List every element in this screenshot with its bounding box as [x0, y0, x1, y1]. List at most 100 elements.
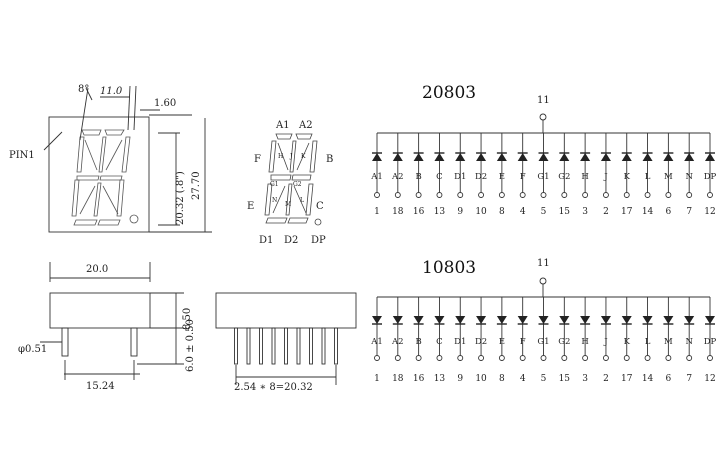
segment-label: D1 [454, 337, 466, 347]
seg-h: H [278, 153, 283, 160]
diode-a2: A2 18 [391, 133, 404, 217]
pin-number: 5 [541, 374, 547, 384]
pin-number: 4 [520, 207, 526, 217]
segment-label: C [436, 172, 443, 182]
diode-b: B16 [413, 133, 425, 217]
seg-dp: DP [311, 235, 326, 246]
diode-e: E8 [496, 297, 507, 384]
pin-number: 3 [582, 207, 588, 217]
pin-node [478, 355, 485, 361]
common-pin-node [539, 113, 547, 121]
pin-node [561, 355, 568, 361]
diode-h: H3 [580, 133, 591, 217]
pin-number: 14 [642, 207, 654, 217]
segment-label: K [624, 172, 631, 182]
dim-row-spacing: 15.24 [86, 381, 115, 392]
pin-node [665, 192, 672, 198]
pin-number: 18 [392, 207, 404, 217]
segment-label: DP [704, 337, 717, 347]
bottom-pin [284, 327, 288, 365]
pin-node [498, 192, 505, 198]
diode-a1: A11 [370, 297, 383, 384]
diode-d1: D1 9 [454, 297, 466, 384]
segment-label: H [581, 172, 588, 182]
seg-n: N [272, 197, 277, 204]
segment-label: H [581, 337, 588, 347]
seg-k: K [301, 153, 306, 160]
diode-l: L 14 [642, 133, 654, 217]
seg-d1: D1 [259, 235, 273, 246]
common-pin-label: 11 [537, 258, 550, 269]
pin-node [436, 355, 443, 361]
seg-a2: A2 [298, 120, 313, 131]
pin-number: 7 [686, 374, 692, 384]
pin-number: 8 [499, 207, 505, 217]
pin-node [644, 355, 651, 361]
bottom-pin [259, 327, 263, 365]
pin-node [707, 355, 713, 361]
segment-label: N [685, 337, 693, 347]
pin-node [519, 355, 526, 361]
pin-node [582, 192, 589, 198]
segment-label: L [645, 172, 651, 182]
pin-node [374, 192, 380, 198]
dim-body-height: 8.50 [182, 308, 193, 330]
seg-g2: G2 [293, 181, 302, 188]
pin-number: 8 [499, 374, 505, 384]
pin-node [519, 192, 526, 198]
pin-node [602, 192, 609, 198]
diode-m: M6 [663, 297, 674, 384]
dim-pitch: 11.0 [100, 86, 123, 97]
bottom-body [215, 292, 357, 329]
segment-label: M [664, 172, 673, 182]
diode-e: E8 [496, 133, 507, 217]
segment-label: F [520, 337, 526, 347]
segment-label: L [645, 337, 651, 347]
diode-j: J2 [600, 297, 611, 384]
segment-layout: A1 A2 F B E C D1 D2 DP G1 G2 H J K N M L [247, 120, 333, 246]
segment-label: A1 [370, 337, 383, 347]
segment-label: A1 [370, 172, 383, 182]
part-number: 20803 [422, 83, 476, 103]
seg-l: L [300, 197, 304, 204]
seg-g1: G1 [270, 181, 279, 188]
dim-angle: 8° [78, 84, 89, 95]
pin-node [582, 355, 589, 361]
diode-c: C13 [434, 297, 445, 384]
common-pin-label: 11 [537, 95, 550, 106]
side-body [49, 292, 151, 329]
diode-f: F4 [517, 133, 528, 217]
pin-number: 1 [374, 207, 380, 217]
front-body [48, 116, 150, 233]
segment-label: E [499, 337, 505, 347]
common-pin-node [539, 277, 547, 285]
seg-m: M [285, 201, 291, 208]
segment-label: N [685, 172, 693, 182]
segment-label: K [624, 337, 631, 347]
segment-label: DP [704, 172, 717, 182]
dim-width: 20.0 [86, 264, 108, 275]
bottom-pin [234, 327, 238, 365]
segment-label: A2 [391, 172, 404, 182]
pin-node [457, 192, 464, 198]
pin-number: 7 [686, 207, 692, 217]
dim-total-height: 27.70 [191, 171, 202, 200]
seg-j: J [289, 153, 293, 160]
seg-b: B [326, 154, 333, 165]
diode-d1: D1 9 [454, 133, 466, 217]
pin-node [374, 355, 380, 361]
dim-digit-height: 20.32 (.8") [175, 171, 186, 225]
pin-node [498, 355, 505, 361]
pin1-label: PIN1 [9, 150, 35, 161]
pin-number: 10 [475, 374, 487, 384]
pin-number: 9 [457, 374, 463, 384]
segment-label: G1 [537, 337, 549, 347]
pin-number: 4 [520, 374, 526, 384]
segment-label: E [499, 172, 505, 182]
pin-number: 9 [457, 207, 463, 217]
pin-node [644, 192, 651, 198]
segment-label: D1 [454, 172, 466, 182]
pin-node [540, 355, 547, 361]
